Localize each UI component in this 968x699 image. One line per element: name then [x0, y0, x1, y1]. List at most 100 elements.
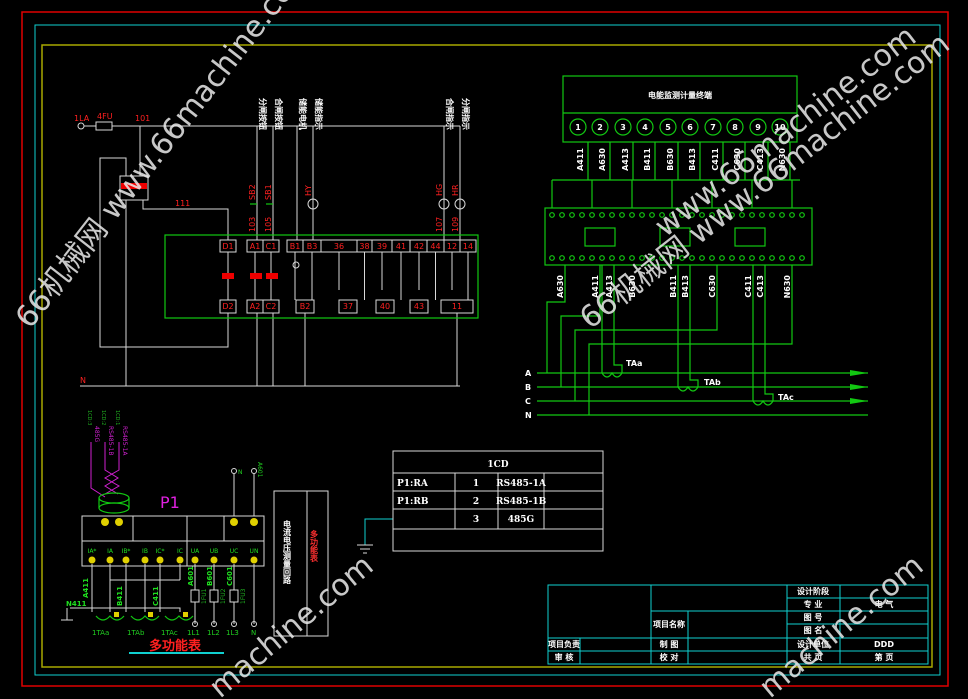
table-cell: 3: [473, 515, 479, 525]
wire-label: C411: [744, 275, 753, 298]
terminal-circle: [771, 118, 789, 136]
wire-label: B411: [643, 148, 652, 171]
screw: [689, 255, 695, 261]
svg-text:共 页: 共 页: [804, 652, 823, 662]
screw: [729, 255, 735, 261]
screw: [629, 212, 635, 218]
screw: [609, 212, 615, 218]
svg-text:第 页: 第 页: [875, 652, 894, 662]
screw: [579, 255, 585, 261]
meter-section: 1CD:3 1CD:2 1CD:1 485G RS485-1B RS485-1A…: [61, 410, 329, 654]
screw: [639, 255, 645, 261]
terminal-label: 36: [334, 242, 344, 251]
screw: [749, 255, 755, 261]
svg-text:项目负责: 项目负责: [548, 639, 580, 649]
screw: [759, 212, 765, 218]
terminal-label: B3: [307, 242, 318, 251]
screw: [729, 212, 735, 218]
svg-text:107: 107: [435, 217, 444, 232]
svg-text:111: 111: [175, 199, 190, 208]
screw: [659, 255, 665, 261]
svg-text:SB1: SB1: [264, 184, 273, 200]
screw: [699, 212, 705, 218]
svg-text:A411: A411: [82, 578, 90, 598]
svg-text:图 名: 图 名: [804, 625, 823, 635]
table-cell: P1:RB: [397, 497, 429, 507]
svg-text:1TAc: 1TAc: [161, 629, 178, 637]
svg-text:HR: HR: [451, 184, 460, 196]
screw: [779, 212, 785, 218]
svg-text:1CD:1: 1CD:1: [114, 410, 120, 425]
terminal-label: D1: [222, 242, 233, 251]
wire-label: A630: [598, 148, 607, 171]
svg-text:C411: C411: [152, 586, 160, 606]
terminal-circle: [591, 118, 609, 136]
screw: [679, 255, 685, 261]
svg-text:C: C: [525, 397, 531, 406]
svg-text:电 气: 电 气: [875, 599, 894, 609]
svg-text:储能指示: 储能指示: [314, 97, 324, 130]
wire-label: C630: [708, 275, 717, 298]
svg-text:电能监测计量终端: 电能监测计量终端: [648, 90, 712, 100]
wire-label: A411: [591, 275, 600, 298]
screw: [669, 212, 675, 218]
svg-text:1TAb: 1TAb: [127, 629, 145, 637]
svg-text:N411: N411: [66, 600, 87, 608]
meter-terminal: [156, 556, 164, 564]
svg-text:103: 103: [248, 217, 257, 232]
screw: [589, 212, 595, 218]
screw: [759, 255, 765, 261]
svg-text:1FU1: 1FU1: [201, 588, 208, 604]
screw: [609, 255, 615, 261]
screw: [719, 255, 725, 261]
table-cell: RS485-1A: [496, 479, 547, 489]
svg-text:电流电压测量回路: 电流电压测量回路: [282, 519, 292, 585]
svg-text:P1: P1: [160, 493, 180, 512]
svg-text:图 号: 图 号: [804, 613, 823, 622]
svg-text:专 业: 专 业: [804, 599, 823, 609]
screw: [789, 212, 795, 218]
table-cell: RS485-1B: [496, 497, 547, 507]
meter-terminal: [141, 556, 149, 564]
svg-text:分闸按钮: 分闸按钮: [258, 98, 268, 130]
svg-text:485G: 485G: [93, 426, 100, 442]
svg-text:TAc: TAc: [778, 393, 794, 402]
meter-terminal: [176, 556, 184, 564]
svg-text:审 核: 审 核: [555, 652, 574, 662]
screw: [669, 255, 675, 261]
wire-label: C411: [711, 148, 720, 171]
svg-text:A601: A601: [187, 566, 195, 586]
svg-text:校 对: 校 对: [660, 652, 679, 662]
terminal-circle: [704, 118, 722, 136]
wire-label: C630: [733, 148, 742, 171]
terminal-label: A2: [250, 302, 261, 311]
screw: [749, 212, 755, 218]
screw: [579, 212, 585, 218]
terminal-bottom: [219, 299, 237, 314]
svg-text:101: 101: [135, 114, 150, 123]
terminal-number: 7: [710, 123, 716, 132]
screw: [739, 255, 745, 261]
screw: [649, 212, 655, 218]
terminal-label: D2: [222, 302, 233, 311]
wire-label: C413: [756, 275, 765, 298]
meter-terminal: [88, 556, 96, 564]
svg-text:105: 105: [264, 217, 273, 232]
control-circuit: 1LA 4FU 101 111 N 分闸按钮 合闸按钮 储能电机 储能指示 合闸…: [74, 97, 479, 387]
terminal-label: A1: [250, 242, 261, 251]
meter-terminal-label: IC*: [156, 548, 165, 555]
meter-terminal-label: IB*: [122, 548, 131, 555]
terminal-label: B1: [290, 242, 301, 251]
svg-text:合闸按钮: 合闸按钮: [274, 97, 284, 130]
screw: [799, 212, 805, 218]
terminal-circle: [681, 118, 699, 136]
svg-text:B: B: [525, 383, 531, 392]
svg-text:分闸指示: 分闸指示: [461, 98, 471, 130]
terminal-bottom: [295, 299, 315, 314]
wire-label: B630: [666, 148, 675, 171]
terminal-label: 43: [414, 302, 424, 311]
meter-terminal: [191, 556, 199, 564]
terminal-label: 41: [396, 242, 406, 251]
terminal-label: 42: [414, 242, 424, 251]
